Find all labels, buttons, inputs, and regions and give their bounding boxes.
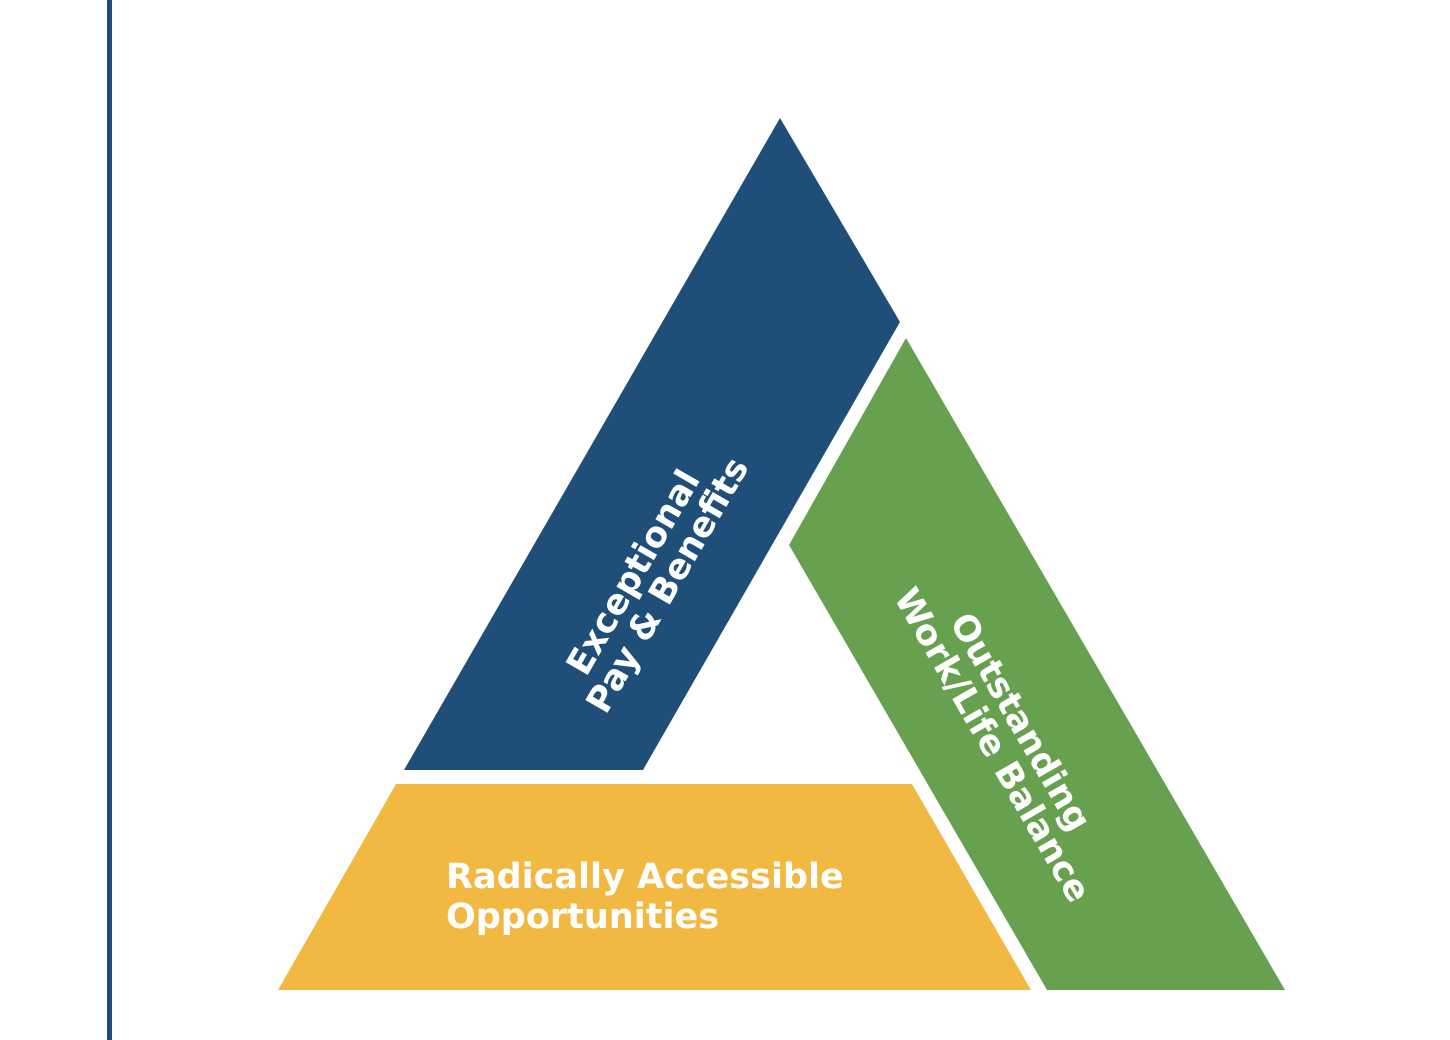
left-vertical-rule [107,0,112,1040]
segment-opportunities-line-2: Opportunities [446,897,719,937]
segment-work-life-balance-shape [789,338,1285,990]
segment-opportunities-line-1: Radically Accessible [446,857,844,897]
segment-pay-benefits-shape [404,118,900,770]
segment-opportunities-shape [278,784,1031,990]
segment-opportunities-label: Radically Accessible Opportunities [446,857,856,937]
segment-opportunities: Radically Accessible Opportunities [278,784,1031,990]
segment-pay-benefits: Exceptional Pay & Benefits [404,118,900,770]
